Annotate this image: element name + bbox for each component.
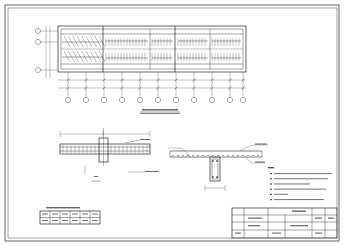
- dimension-ticks: [66, 72, 245, 97]
- axis-bubble: [191, 97, 197, 103]
- note-line: [274, 199, 324, 201]
- legend-table: [39, 207, 101, 225]
- title-block-frame: [231, 207, 338, 239]
- axis-bubble: [173, 97, 179, 103]
- note-line: [274, 183, 310, 185]
- title-block: [231, 207, 338, 239]
- general-notes: [268, 167, 332, 201]
- axis-bubble: [119, 97, 125, 103]
- notes-heading: [268, 167, 274, 169]
- legend-title: [46, 207, 80, 209]
- axis-bubble: [209, 97, 215, 103]
- note-line: [274, 193, 288, 195]
- axis-bubble: [35, 67, 41, 73]
- inner-border: [7, 7, 338, 239]
- outer-border: [4, 4, 340, 242]
- plan-title: [142, 109, 178, 111]
- section-detail-left: [59, 128, 159, 182]
- floor-plan: [35, 25, 247, 114]
- section-detail-right: [168, 143, 268, 191]
- axis-bubble: [65, 97, 71, 103]
- stair-hatch: [62, 35, 106, 63]
- note-line: [274, 173, 332, 175]
- plan-outline: [57, 25, 247, 73]
- note-line: [274, 178, 328, 180]
- axis-bubbles-bottom: [65, 97, 246, 103]
- axis-bubble: [35, 28, 41, 34]
- axis-bubble: [155, 97, 161, 103]
- axis-bubble: [240, 97, 246, 103]
- rebar-marks: [105, 38, 241, 61]
- axis-bubble: [35, 39, 41, 45]
- section-label: [94, 176, 98, 177]
- beam-drop: [209, 156, 221, 182]
- axis-bubble: [101, 97, 107, 103]
- axis-bubble: [137, 97, 143, 103]
- axis-bubble: [83, 97, 89, 103]
- beam-section: [59, 143, 151, 155]
- note-line: [274, 188, 326, 190]
- axis-bubble: [227, 97, 233, 103]
